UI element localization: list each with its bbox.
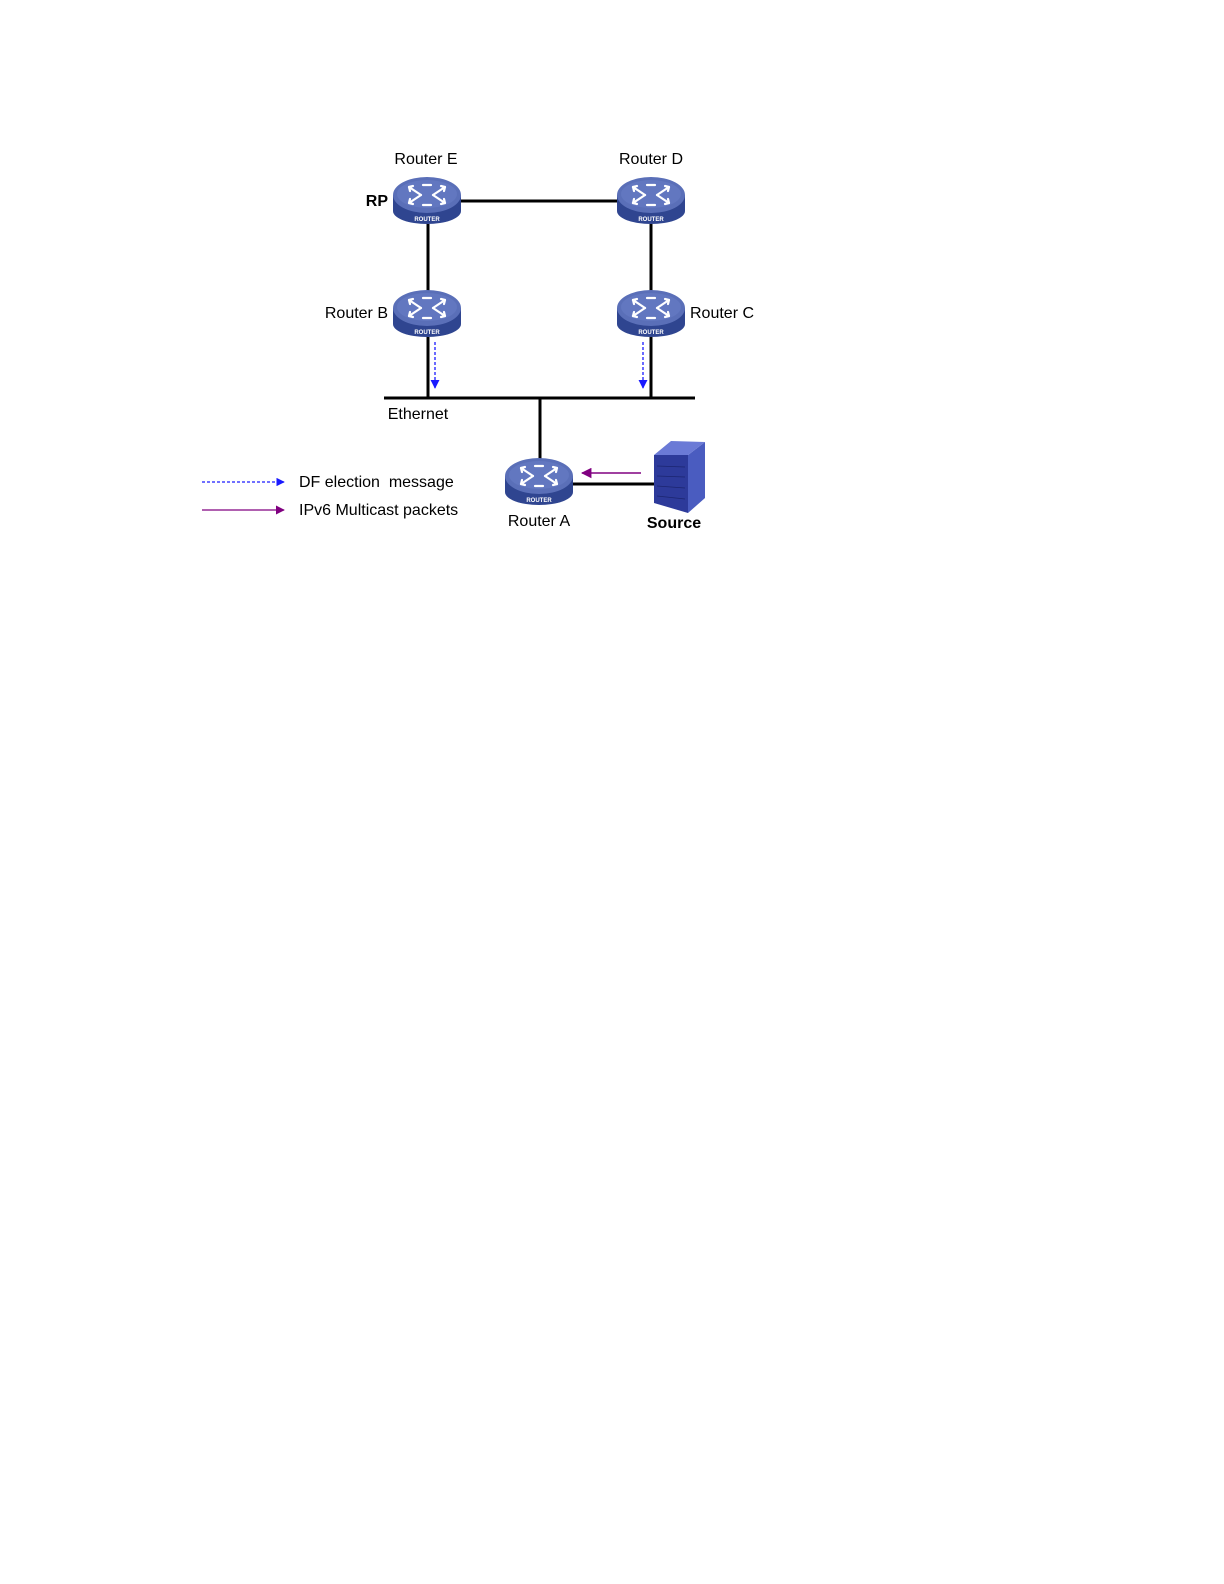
source-label: Source — [647, 515, 701, 532]
router-d: ROUTER — [617, 177, 685, 224]
df-election-arrows — [435, 342, 643, 388]
router-e: ROUTER — [393, 177, 461, 224]
router-c-device-text: ROUTER — [638, 330, 664, 336]
router-c: ROUTER — [617, 290, 685, 337]
legend-df-label: DF election message — [299, 474, 454, 491]
legend: DF election message IPv6 Multicast packe… — [202, 474, 458, 519]
router-d-device-text: ROUTER — [638, 217, 664, 223]
source-server-icon — [654, 441, 705, 513]
links — [384, 201, 695, 484]
router-a-label: Router A — [508, 513, 571, 530]
router-a: ROUTER — [505, 458, 573, 505]
router-b-label: Router B — [325, 305, 388, 322]
router-b: ROUTER — [393, 290, 461, 337]
rp-label: RP — [366, 193, 389, 210]
router-d-label: Router D — [619, 151, 683, 168]
router-e-label: Router E — [394, 151, 457, 168]
ethernet-label: Ethernet — [388, 406, 449, 423]
router-a-device-text: ROUTER — [526, 498, 552, 504]
router-e-device-text: ROUTER — [414, 217, 440, 223]
router-c-label: Router C — [690, 305, 754, 322]
router-b-device-text: ROUTER — [414, 330, 440, 336]
legend-multicast-label: IPv6 Multicast packets — [299, 502, 458, 519]
